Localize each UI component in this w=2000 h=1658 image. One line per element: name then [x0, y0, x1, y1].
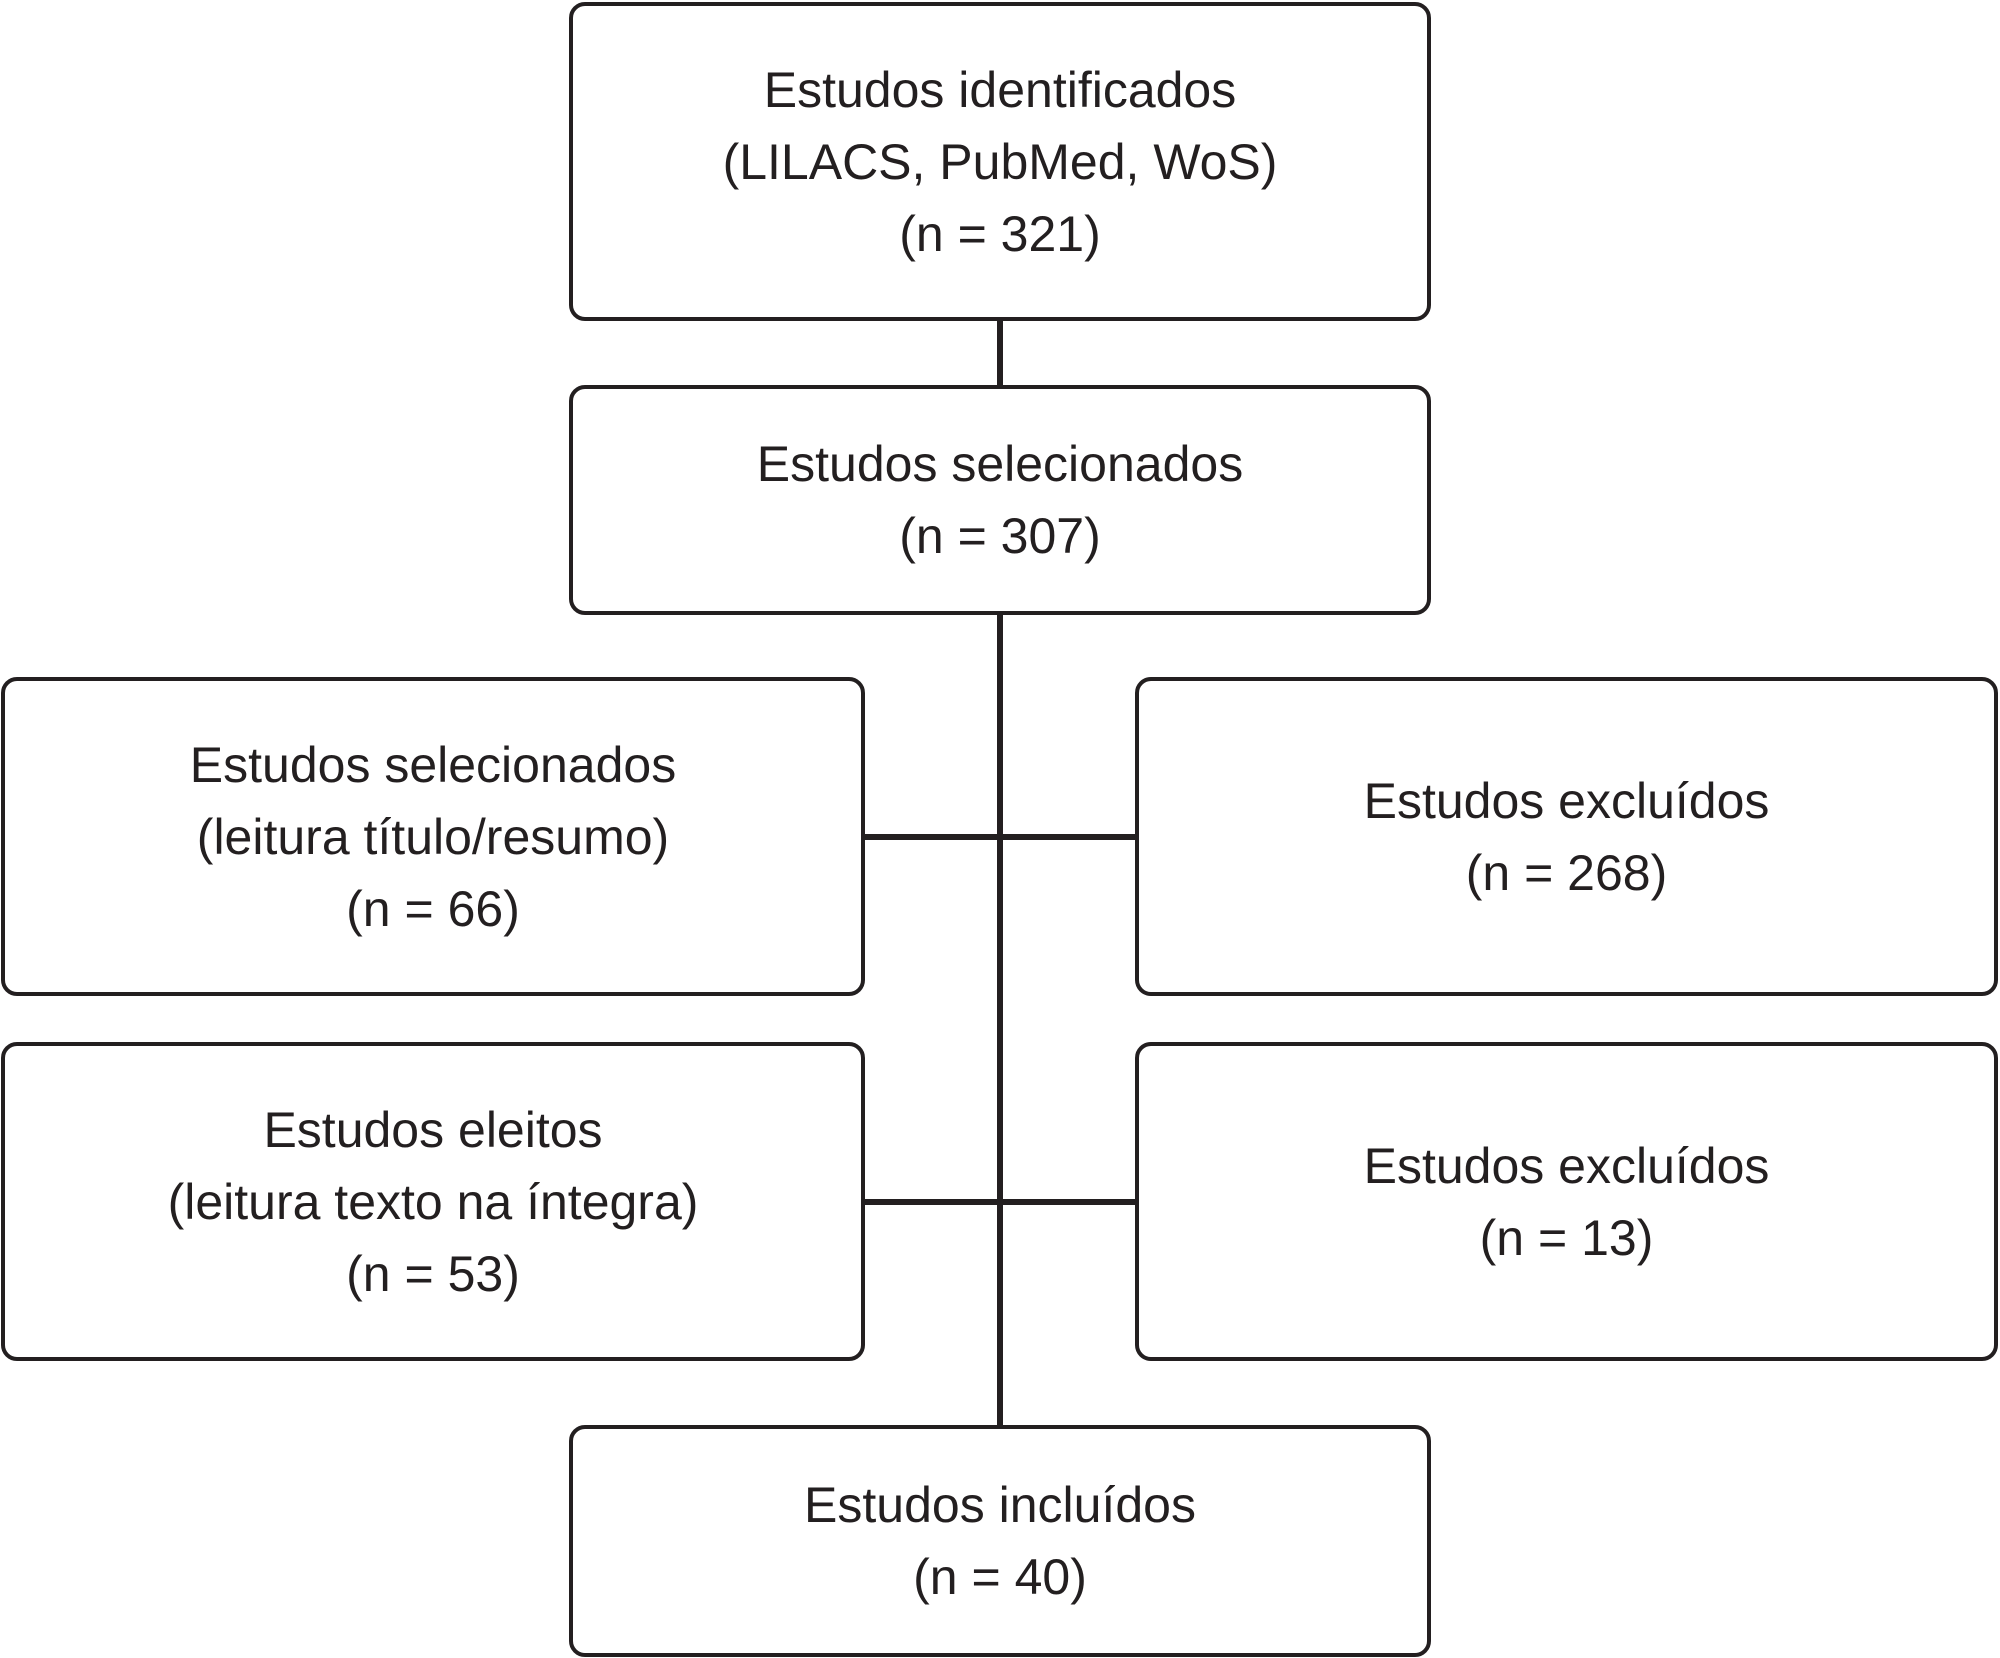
node-label: Estudos excluídos: [1363, 1137, 1770, 1194]
node-count: (n = 66): [346, 880, 520, 937]
node-count: (n = 307): [899, 508, 1101, 564]
node-label: Estudos incluídos: [804, 1477, 1196, 1533]
node-label: Estudos identificados: [763, 61, 1237, 118]
node-sources: (LILACS, PubMed, WoS): [722, 133, 1278, 190]
node-studies-included: Estudos incluídos (n = 40): [569, 1425, 1431, 1657]
node-count: (n = 268): [1465, 844, 1668, 901]
node-count: (n = 53): [346, 1245, 520, 1302]
node-criteria: (leitura texto na íntegra): [167, 1173, 699, 1230]
node-studies-excluded-screening: Estudos excluídos (n = 268): [1135, 677, 1998, 996]
connector-row2-horizontal: [864, 1199, 1136, 1205]
node-count: (n = 13): [1479, 1209, 1654, 1266]
node-studies-selected: Estudos selecionados (n = 307): [569, 385, 1431, 615]
connector-identified-to-selected: [997, 320, 1003, 386]
node-label: Estudos selecionados: [189, 736, 677, 793]
node-criteria: (leitura título/resumo): [196, 808, 670, 865]
node-label: Estudos excluídos: [1363, 772, 1770, 829]
node-studies-eligible: Estudos eleitos (leitura texto na íntegr…: [1, 1042, 865, 1361]
node-label: Estudos eleitos: [263, 1101, 603, 1158]
node-count: (n = 40): [913, 1549, 1087, 1605]
connector-row1-horizontal: [864, 834, 1136, 840]
node-studies-screened: Estudos selecionados (leitura título/res…: [1, 677, 865, 996]
node-studies-excluded-fulltext: Estudos excluídos (n = 13): [1135, 1042, 1998, 1361]
node-studies-identified: Estudos identificados (LILACS, PubMed, W…: [569, 2, 1431, 321]
node-label: Estudos selecionados: [756, 436, 1244, 492]
node-count: (n = 321): [899, 205, 1101, 262]
connector-main-vertical: [997, 614, 1003, 1426]
